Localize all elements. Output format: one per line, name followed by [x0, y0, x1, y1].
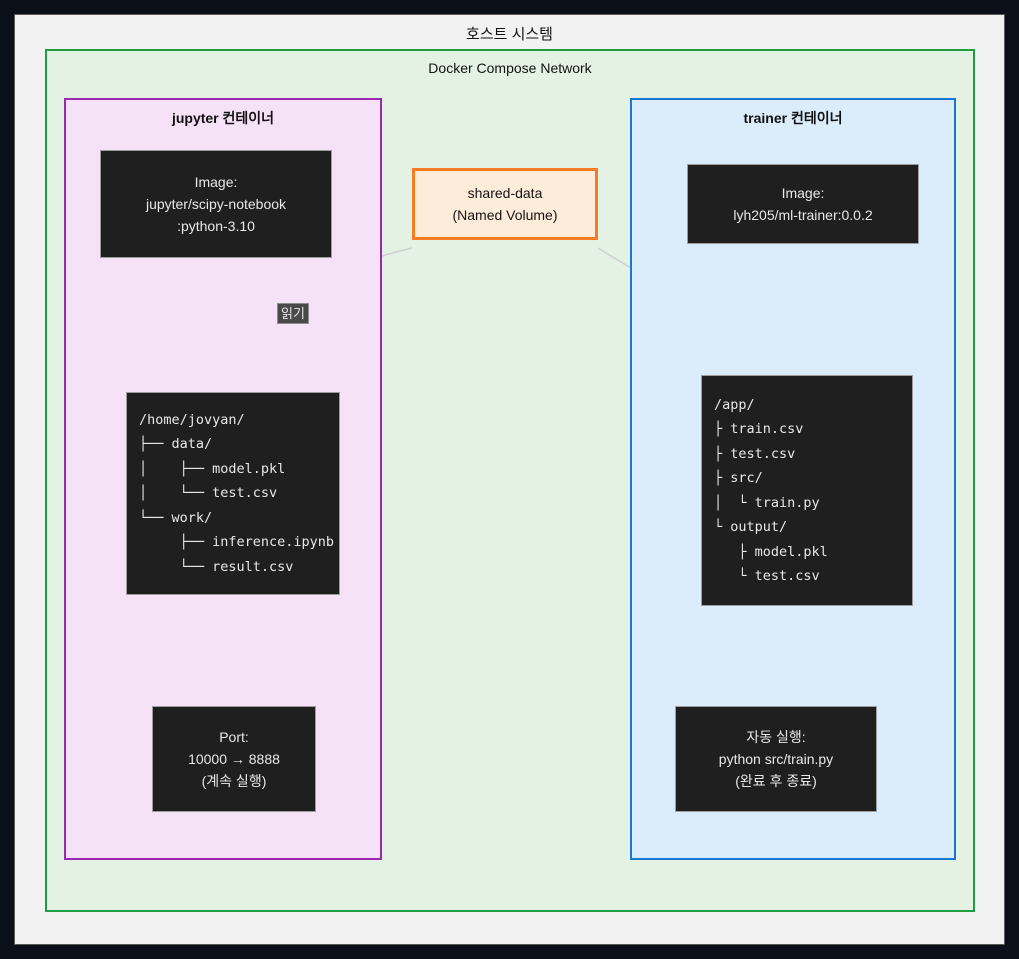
jupyter-tree-line: /home/jovyan/ [139, 411, 245, 428]
trainer-tree-line: ├ train.csv [714, 421, 804, 437]
host-system-title: 호스트 시스템 [466, 26, 553, 43]
trainer-tree-line: │ └ train.py [714, 494, 820, 511]
jupyter-image-label: Image: [194, 174, 238, 190]
trainer-image-label: Image: [781, 185, 825, 201]
jupyter-tree-line: │ └── test.csv [139, 485, 278, 502]
trainer-run-note: (완료 후 종료) [735, 773, 817, 789]
trainer-tree-line: ├ test.csv [714, 445, 796, 462]
shared-volume-subtitle: (Named Volume) [452, 207, 558, 223]
jupyter-image-tag: :python-3.10 [177, 218, 255, 234]
node-jupyter-image: Image: jupyter/scipy-notebook :python-3.… [100, 150, 332, 258]
node-jupyter-port: Port: 10000 → 8888 (계속 실행) [152, 706, 316, 812]
trainer-tree-line: └ output/ [714, 519, 788, 535]
container-title-jupyter: jupyter 컨테이너 [171, 110, 275, 126]
jupyter-tree-line: ├── inference.ipynb [139, 534, 335, 551]
trainer-tree-line: └ test.csv [714, 568, 820, 584]
node-trainer-image: Image: lyh205/ml-trainer:0.0.2 [687, 164, 919, 244]
node-trainer-filetree: /app/ ├ train.csv ├ test.csv ├ src/ │ └ … [701, 375, 913, 606]
container-title-trainer: trainer 컨테이너 [743, 110, 843, 126]
jupyter-image-name: jupyter/scipy-notebook [145, 196, 287, 212]
edge-label-read: 읽기 [277, 303, 309, 324]
trainer-run-label: 자동 실행: [746, 729, 806, 745]
jupyter-port-label: Port: [219, 729, 249, 745]
trainer-tree-line: /app/ [714, 396, 755, 413]
jupyter-tree-line: └── result.csv [139, 558, 294, 575]
node-jupyter-filetree: /home/jovyan/ ├── data/ │ ├── model.pkl … [126, 392, 340, 595]
jupyter-port-mapping: 10000 → 8888 [188, 751, 280, 767]
jupyter-tree-line: ├── data/ [139, 436, 213, 453]
jupyter-tree-line: └── work/ [139, 509, 213, 526]
trainer-tree-line: ├ model.pkl [714, 543, 828, 560]
node-trainer-autorun: 자동 실행: python src/train.py (완료 후 종료) [675, 706, 877, 812]
trainer-tree-line: ├ src/ [714, 470, 763, 486]
docker-compose-network-title: Docker Compose Network [428, 60, 592, 76]
jupyter-tree-line: │ ├── model.pkl [139, 460, 286, 477]
jupyter-port-note: (계속 실행) [201, 773, 267, 789]
trainer-image-name: lyh205/ml-trainer:0.0.2 [733, 207, 873, 223]
shared-volume-name: shared-data [467, 185, 543, 201]
node-shared-volume: shared-data (Named Volume) [412, 168, 598, 240]
trainer-run-command: python src/train.py [718, 751, 834, 767]
